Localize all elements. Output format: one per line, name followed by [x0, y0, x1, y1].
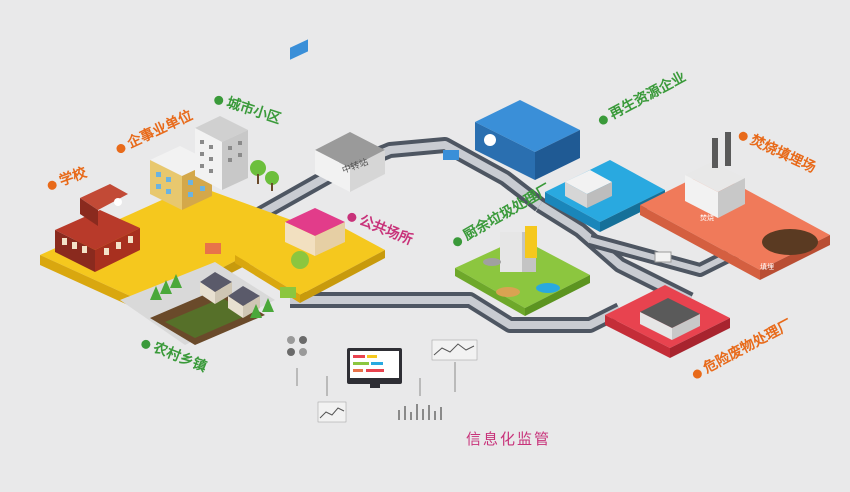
- trucks: [205, 39, 672, 298]
- transfer-station-building: [315, 132, 385, 192]
- label-info-monitor: 信息化监管: [466, 430, 552, 448]
- school-building: [55, 184, 140, 272]
- info-monitor-graphics: [287, 336, 478, 423]
- recycling-warehouse: [475, 100, 580, 180]
- label-incineration-dot: [737, 129, 750, 142]
- hazardous-zone: [605, 285, 730, 358]
- label-incin-sub1: 焚烧: [700, 214, 714, 222]
- label-rural-dot: [140, 338, 152, 350]
- rural-trees: [150, 274, 274, 318]
- public-place-building: [285, 208, 345, 269]
- label-incin-sub2: 填埋: [760, 263, 774, 271]
- recycling-zone: [545, 160, 665, 232]
- road-network: [246, 137, 744, 333]
- label-school-dot: [46, 179, 58, 191]
- community-building: [195, 116, 279, 191]
- label-public-place-dot: [346, 211, 358, 223]
- kitchen-waste-zone: [455, 226, 590, 316]
- label-community-dot: [213, 94, 225, 106]
- incineration-zone: [640, 132, 830, 280]
- rural-houses: [200, 272, 260, 318]
